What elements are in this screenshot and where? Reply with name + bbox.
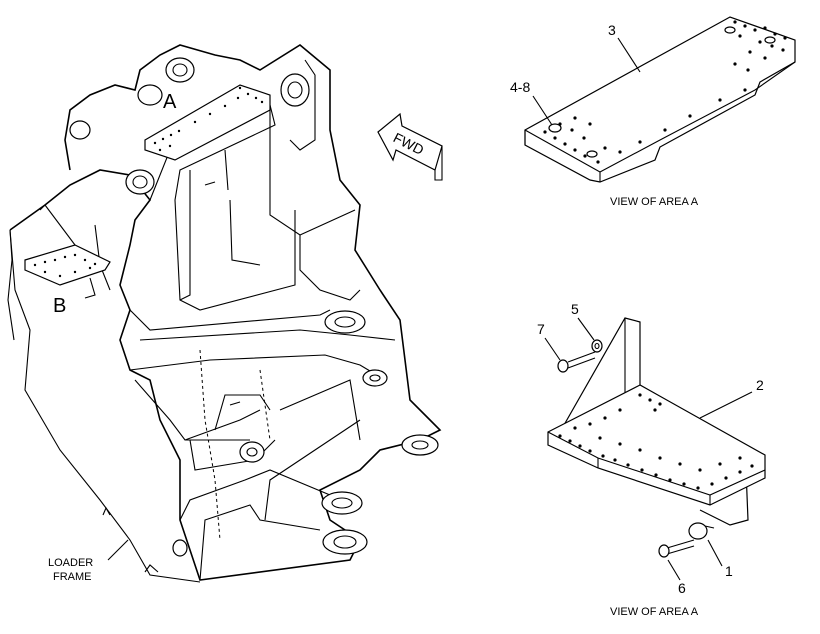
- view-of-area-a-caption-top: VIEW OF AREA A: [610, 196, 699, 208]
- frame-small-details: [102, 181, 241, 573]
- callout-3-leader: [617, 37, 641, 73]
- callout-7-leader: [544, 337, 561, 361]
- area-b-label: B: [53, 295, 66, 317]
- callout-6-leader: [667, 559, 681, 581]
- callout-1-leader: [707, 539, 723, 567]
- area-a-holes: [153, 86, 264, 152]
- callout-7: 7: [537, 321, 545, 337]
- pin-1-icon: [688, 522, 715, 540]
- callout-2: 2: [756, 377, 764, 393]
- callout-6: 6: [678, 580, 686, 596]
- forward-arrow-icon: FWD: [377, 112, 443, 181]
- bottom-step-detail: [547, 317, 766, 558]
- top-plate-detail: [524, 16, 796, 183]
- callout-2-leader: [699, 391, 753, 419]
- step-plate-holes: [558, 393, 754, 490]
- callout-5-leader: [577, 317, 595, 341]
- washer-5-icon: [591, 339, 603, 353]
- area-b-holes: [33, 253, 97, 278]
- loader-frame-label-line2: FRAME: [53, 571, 92, 583]
- bolt-7-icon: [557, 351, 596, 373]
- loader-frame-drawing: [7, 44, 442, 583]
- view-of-area-a-caption-bottom: VIEW OF AREA A: [610, 606, 699, 618]
- top-plate-holes: [543, 20, 787, 164]
- loader-frame-label-line1: LOADER: [48, 557, 93, 569]
- callout-3: 3: [608, 22, 616, 38]
- callout-4-8: 4-8: [510, 79, 530, 95]
- callout-1: 1: [725, 563, 733, 579]
- callout-5: 5: [571, 301, 579, 317]
- frame-leader-line: [107, 539, 129, 561]
- pivot-bosses: [69, 57, 439, 557]
- callout-4-8-leader: [532, 95, 553, 126]
- bolt-6-icon: [658, 539, 695, 558]
- area-a-label: A: [163, 91, 177, 113]
